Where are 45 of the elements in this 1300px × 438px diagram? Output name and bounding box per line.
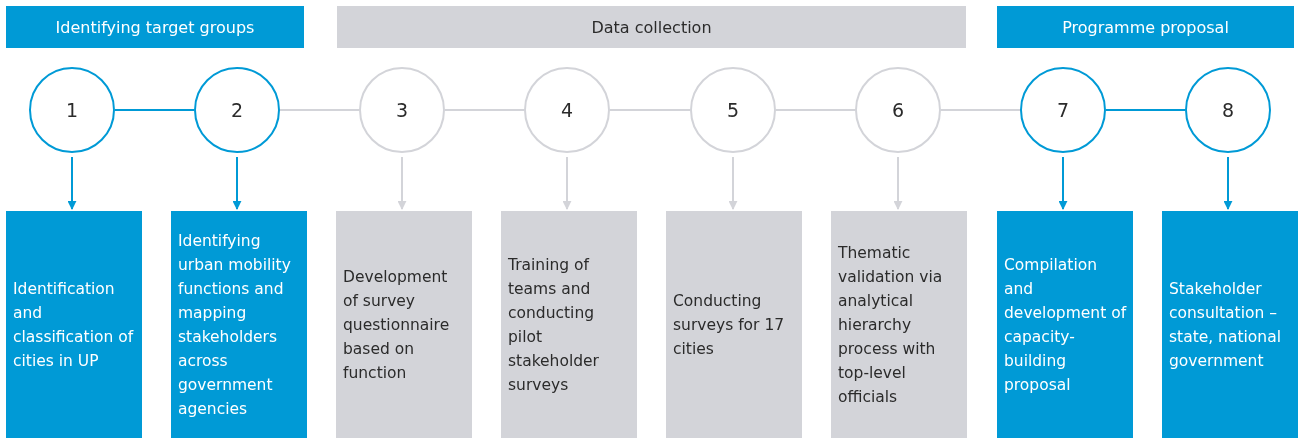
step-description: Stakeholder consultation – state, national government [1169,278,1282,372]
step-number: 7 [1056,99,1070,121]
step-box [666,211,802,438]
connector-line [279,109,360,111]
step-box [997,211,1133,438]
step-description: Identification and classification of cities in UP [13,278,135,372]
step-box [6,211,142,438]
connector-line [609,109,691,111]
phase-band [6,6,304,48]
arrow [67,156,77,210]
arrow [893,156,903,210]
connector-line [444,109,525,111]
connector-line [940,109,1021,111]
connector-line [775,109,856,111]
arrow [232,156,242,210]
arrow [1058,156,1068,210]
step-number: 8 [1221,99,1235,121]
step-number: 6 [891,99,905,121]
arrow [397,156,407,210]
arrow [562,156,572,210]
step-box [171,211,307,438]
step-number: 4 [560,99,574,121]
step-number: 1 [65,99,79,121]
phase-title: Data collection [591,17,712,37]
phase-title: Programme proposal [1062,17,1229,37]
step-box [1162,211,1298,438]
arrow [728,156,738,210]
step-box [336,211,472,438]
step-description: Compilation and development of capacity-building proposal [1004,254,1127,396]
connector-line [1105,109,1186,111]
step-description: Identifying urban mobility functions and mapping stakeholders across government agencies [178,230,292,420]
phase-band [997,6,1294,48]
arrow [1223,156,1233,210]
step-box [831,211,967,438]
step-number: 5 [726,99,740,121]
step-description: Conducting surveys for 17 cities [673,290,786,360]
phase-band [337,6,966,48]
step-description: Thematic validation via analytical hierarchy process with top-level officials [838,242,944,408]
step-number: 2 [230,99,244,121]
step-description: Training of teams and conducting pilot stakeholder surveys [508,254,600,396]
step-description: Development of survey questionnaire based on function [343,266,451,384]
step-box [501,211,637,438]
connector-line [114,109,195,111]
step-number: 3 [395,99,409,121]
phase-title: Identifying target groups [55,17,255,37]
